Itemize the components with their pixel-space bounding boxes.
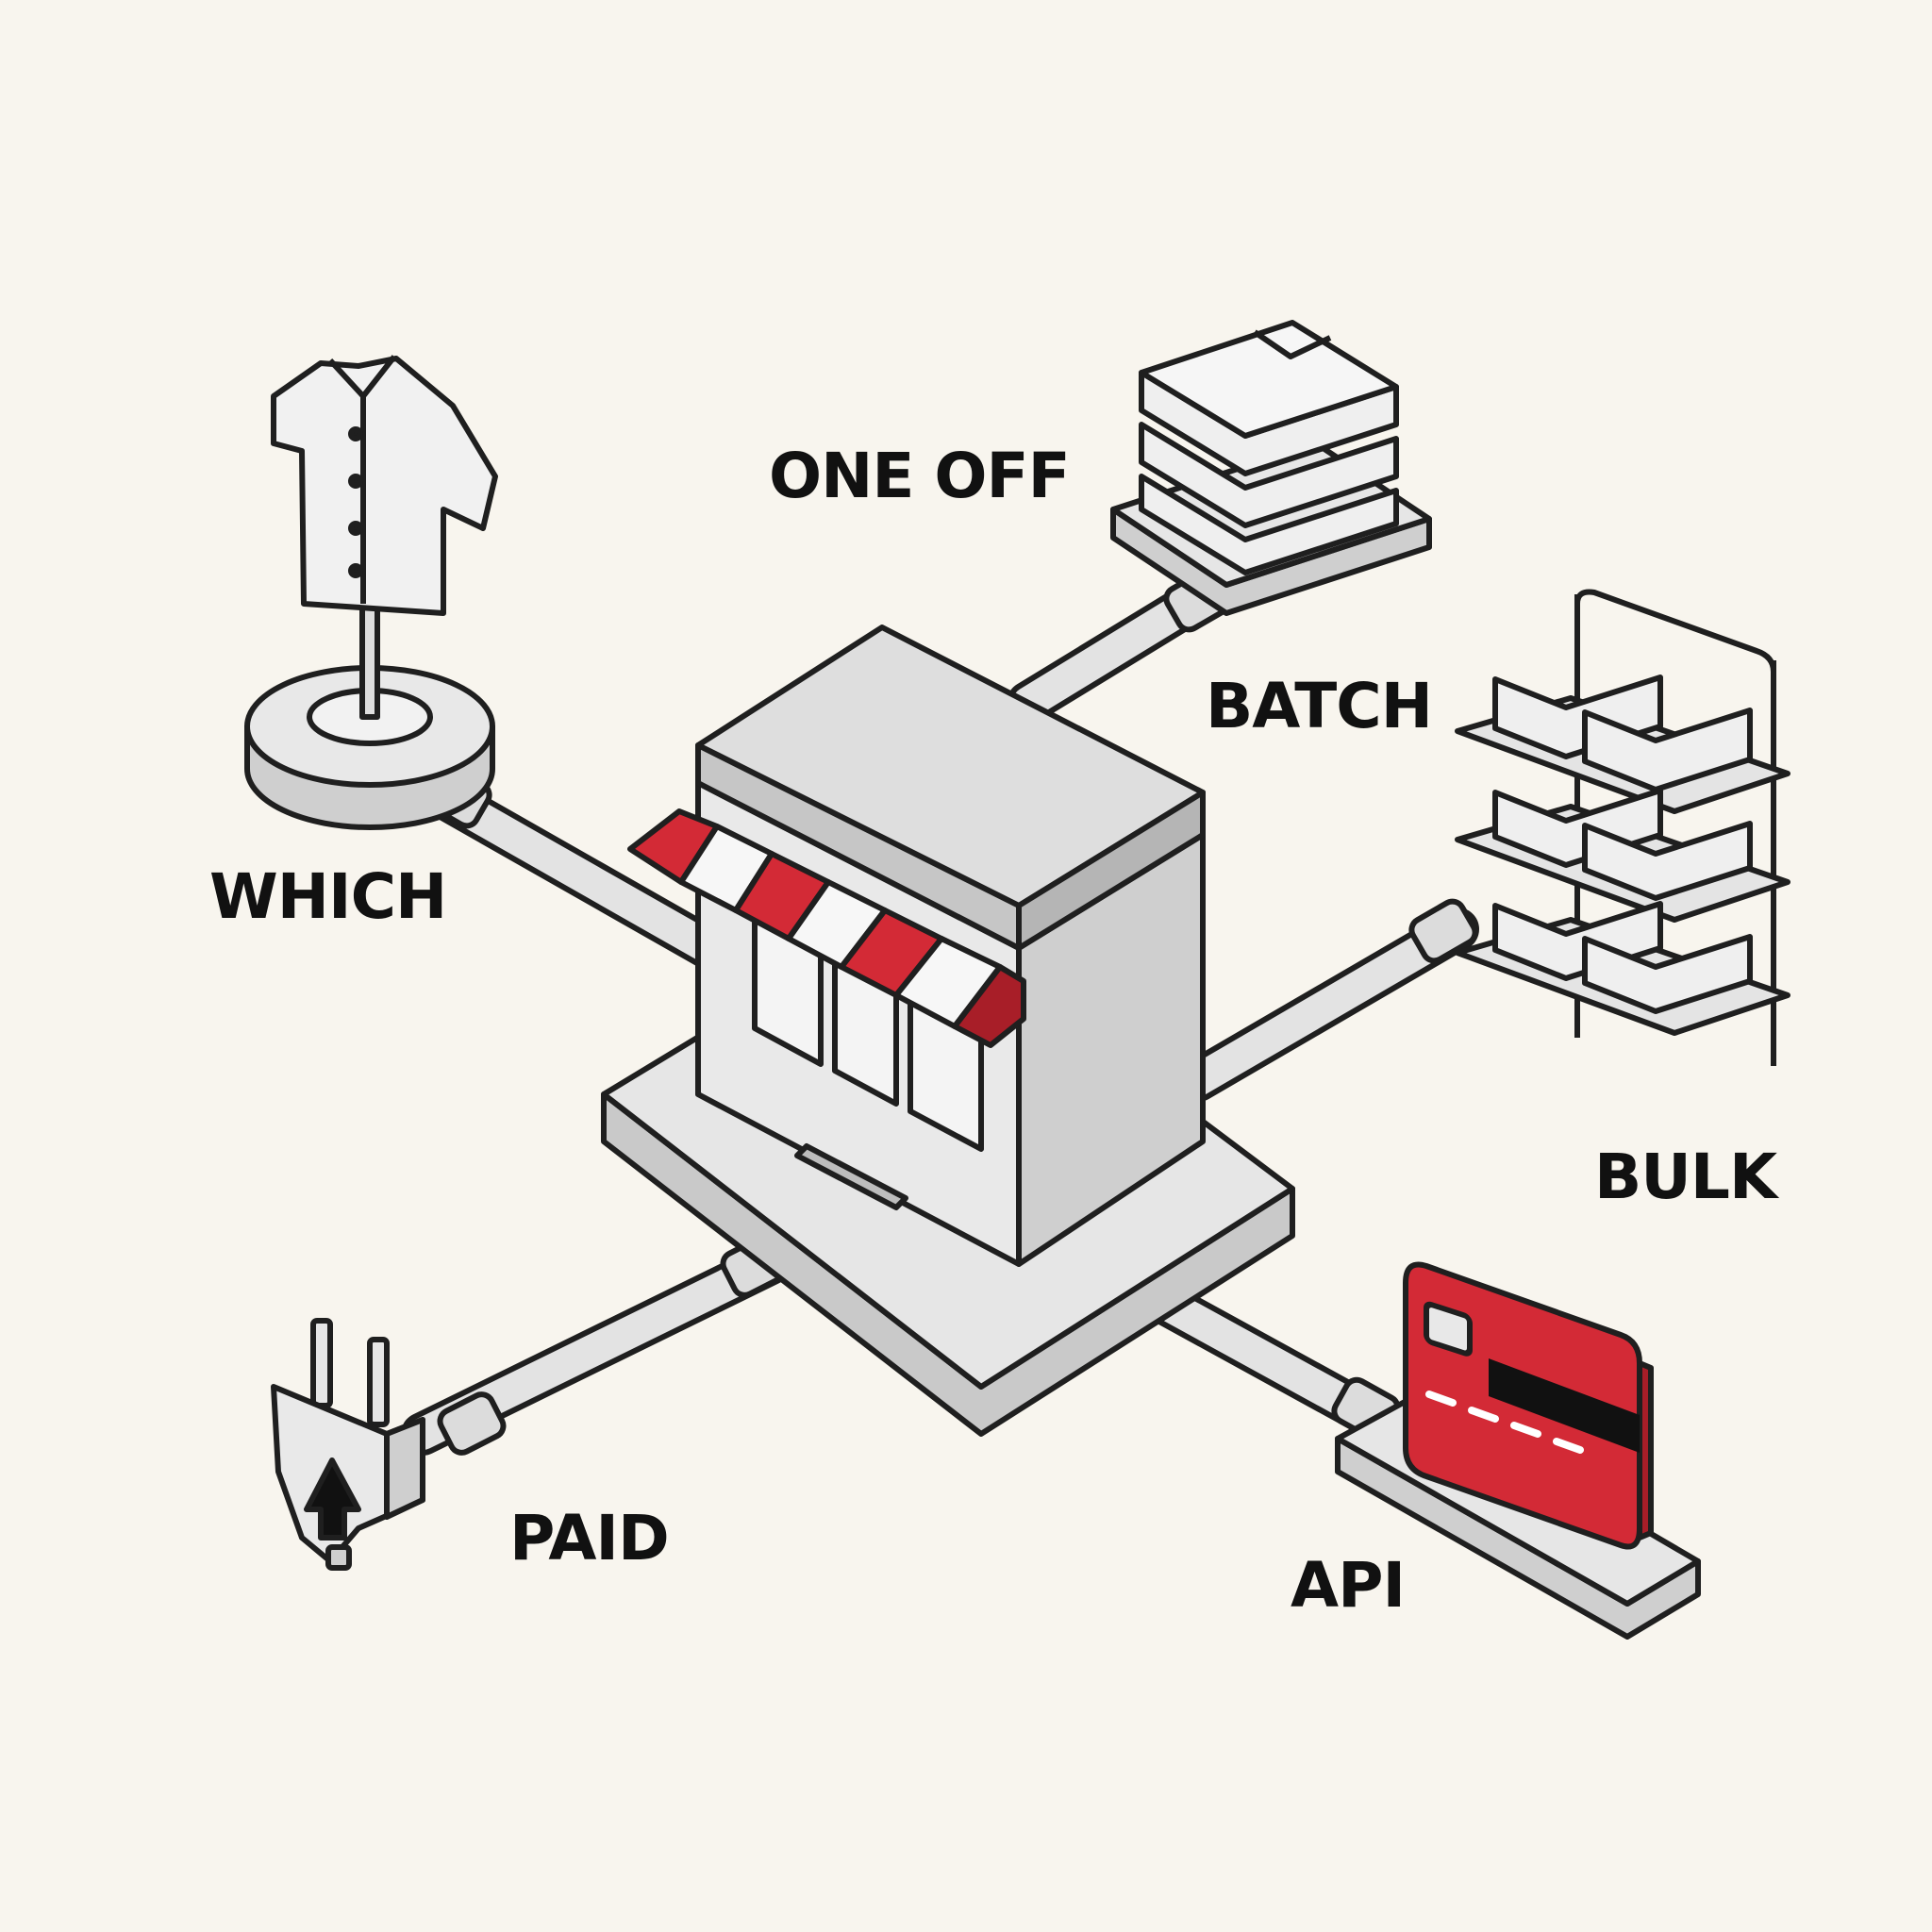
label-batch: BATCH <box>1206 670 1433 742</box>
shirt-on-stand-icon <box>244 355 498 830</box>
label-paid: PAID <box>509 1502 670 1574</box>
label-bulk: BULK <box>1594 1141 1777 1213</box>
label-one-off: ONE OFF <box>769 440 1071 512</box>
clothing-rack-icon <box>1455 589 1790 1066</box>
credit-card-icon <box>1335 1261 1701 1640</box>
folded-shirt-stack-icon <box>1110 320 1432 616</box>
label-api: API <box>1291 1549 1406 1622</box>
awning <box>627 808 1026 1048</box>
pipe-to-paid <box>401 1234 791 1456</box>
pipe-to-bulk <box>1176 898 1479 1102</box>
label-which: WHICH <box>209 860 447 933</box>
power-plug-icon <box>271 1318 425 1571</box>
storefront-icon <box>601 625 1295 1437</box>
